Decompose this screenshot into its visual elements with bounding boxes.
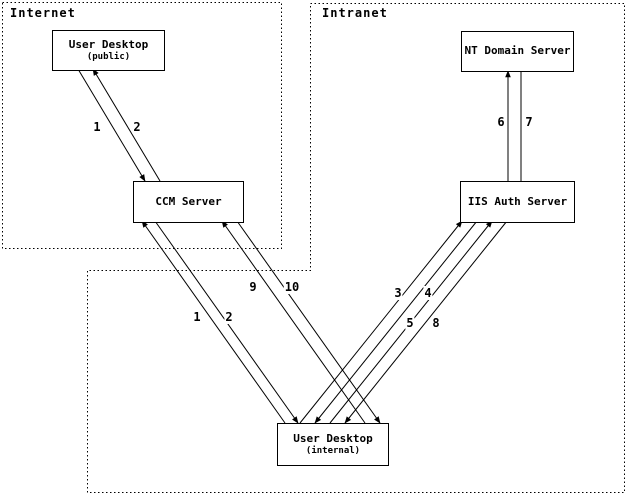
flow-label-public-ccm-request: 1	[92, 120, 102, 134]
node-title: NT Domain Server	[464, 44, 571, 58]
node-title: User Desktop	[68, 38, 149, 51]
arrow-public-desktop-to-ccm	[77, 68, 146, 182]
node-nt-domain-server: NT Domain Server	[461, 31, 574, 72]
arrow-internal-desktop-to-ccm-2	[221, 220, 366, 424]
node-subtitle: (internal)	[305, 445, 361, 456]
flow-label-public-ccm-response: 2	[132, 120, 142, 134]
flow-label-internal-ccm2-request: 9	[248, 280, 258, 294]
arrow-iis-to-internal-desktop-2	[344, 220, 508, 424]
arrow-internal-desktop-to-iis	[299, 220, 463, 424]
arrow-ccm-to-public-desktop	[92, 68, 161, 182]
node-title: CCM Server	[155, 194, 222, 208]
internet-region-label: Internet	[8, 6, 78, 20]
arrow-iis-to-internal-desktop	[314, 220, 478, 424]
node-ccm-server: CCM Server	[133, 181, 244, 223]
flow-label-internal-iis-request: 3	[393, 286, 403, 300]
node-user-desktop-public: User Desktop (public)	[52, 30, 165, 71]
flow-label-internal-ccm-response: 2	[224, 310, 234, 324]
flow-label-internal-ccm2-response: 10	[283, 280, 301, 294]
flow-label-iis-nt-response: 7	[524, 115, 534, 129]
arrow-internal-desktop-to-ccm	[141, 220, 286, 424]
flow-label-internal-ccm-request: 1	[192, 310, 202, 324]
node-iis-auth-server: IIS Auth Server	[460, 181, 575, 223]
flow-label-internal-iis2-request: 5	[405, 316, 415, 330]
node-user-desktop-internal: User Desktop (internal)	[277, 423, 389, 466]
node-title: IIS Auth Server	[467, 194, 568, 208]
intranet-region-border	[87, 3, 625, 493]
node-title: User Desktop	[293, 432, 373, 445]
flow-label-internal-iis2-response: 8	[431, 316, 441, 330]
arrow-ccm-to-internal-desktop-2	[236, 220, 381, 424]
node-subtitle: (public)	[86, 51, 131, 62]
flow-label-internal-iis-response: 4	[423, 286, 433, 300]
internet-region-border	[2, 2, 282, 249]
intranet-region-label: Intranet	[320, 6, 390, 20]
flow-label-iis-nt-request: 6	[496, 115, 506, 129]
